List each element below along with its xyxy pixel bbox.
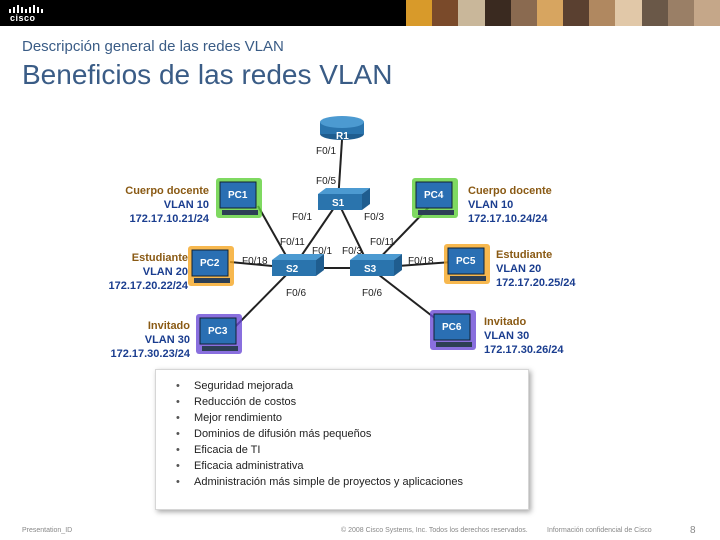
cisco-logo: cisco <box>8 5 44 23</box>
iface-s3-f018: F0/18 <box>408 256 434 267</box>
pc5-role: Estudiante <box>496 249 553 261</box>
pc-name-pc4: PC4 <box>424 190 444 201</box>
pc-icon-pc2 <box>188 246 234 286</box>
switch-label-s2: S2 <box>286 264 299 275</box>
benefit-item: Reducción de costos <box>176 394 528 410</box>
pc-icon-pc1 <box>216 178 262 218</box>
pc-name-pc3: PC3 <box>208 326 228 337</box>
cisco-bars-icon <box>9 5 43 13</box>
pc2-vlan: VLAN 20 <box>142 266 188 278</box>
iface-s3-f03: F0/3 <box>342 246 363 257</box>
vlan-network-diagram: R1 S1 S2 S3 PC1 PC2 PC3 PC4 PC5 PC6 F0/1… <box>100 110 600 360</box>
pc1-vlan: VLAN 10 <box>163 199 209 211</box>
cisco-logo-text: cisco <box>10 13 36 23</box>
benefit-item: Eficacia de TI <box>176 442 528 458</box>
pc6-ip: 172.17.30.26/24 <box>484 344 564 356</box>
iface-s3-f011: F0/11 <box>370 237 395 248</box>
pc-name-pc1: PC1 <box>228 190 248 201</box>
benefit-item: Seguridad mejorada <box>176 378 528 394</box>
pc6-info: Invitado VLAN 30 172.17.30.26/24 <box>484 315 564 357</box>
pc2-info: Estudiante VLAN 20 172.17.20.22/24 <box>100 251 188 293</box>
pc-name-pc2: PC2 <box>200 258 220 269</box>
pc1-info: Cuerpo docente VLAN 10 172.17.10.21/24 <box>119 184 209 226</box>
iface-s1-f03: F0/3 <box>364 212 385 223</box>
pc4-role: Cuerpo docente <box>468 185 552 197</box>
switch-icon-s1 <box>318 188 370 210</box>
pc-name-pc5: PC5 <box>456 256 476 267</box>
pc4-ip: 172.17.10.24/24 <box>468 213 548 225</box>
pc6-role: Invitado <box>484 316 527 328</box>
header-bar: cisco <box>0 0 720 26</box>
switch-icon-s2 <box>272 254 324 276</box>
iface-s2-f01: F0/1 <box>312 246 333 257</box>
pc5-info: Estudiante VLAN 20 172.17.20.25/24 <box>496 248 576 290</box>
iface-r1-f01: F0/1 <box>316 146 337 157</box>
router-label: R1 <box>336 131 349 142</box>
pc5-vlan: VLAN 20 <box>496 263 542 275</box>
pc3-role: Invitado <box>147 320 190 332</box>
slide-title: Beneficios de las redes VLAN <box>22 59 393 90</box>
pc-name-pc6: PC6 <box>442 322 462 333</box>
benefits-list: Seguridad mejorada Reducción de costos M… <box>156 378 528 490</box>
pc3-vlan: VLAN 30 <box>144 334 190 346</box>
pc3-info: Invitado VLAN 30 172.17.30.23/24 <box>100 319 190 361</box>
footer-confidential: Información confidencial de Cisco <box>547 527 652 534</box>
pc-icon-pc3 <box>196 314 242 354</box>
iface-s3-f06: F0/6 <box>362 288 383 299</box>
topology-links <box>188 116 490 354</box>
pc-icon-pc4 <box>412 178 458 218</box>
benefit-item: Eficacia administrativa <box>176 458 528 474</box>
pc3-ip: 172.17.30.23/24 <box>110 348 190 360</box>
switch-label-s3: S3 <box>364 264 377 275</box>
router-icon <box>320 116 364 140</box>
iface-s2-f018: F0/18 <box>242 256 268 267</box>
benefits-box: Seguridad mejorada Reducción de costos M… <box>155 369 529 510</box>
iface-s2-f06: F0/6 <box>286 288 307 299</box>
pc1-ip: 172.17.10.21/24 <box>129 213 209 225</box>
footer-presentation-id: Presentation_ID <box>22 527 73 534</box>
switch-icon-s3 <box>350 254 402 276</box>
pc-icon-pc6 <box>430 310 476 350</box>
footer-copyright: © 2008 Cisco Systems, Inc. Todos los der… <box>341 527 528 534</box>
benefit-item: Dominios de difusión más pequeños <box>176 426 528 442</box>
pc2-ip: 172.17.20.22/24 <box>108 280 188 292</box>
iface-s2-f011: F0/11 <box>280 237 305 248</box>
pc2-role: Estudiante <box>131 252 188 264</box>
pc-icon-pc5 <box>444 244 490 284</box>
section-subtitle: Descripción general de las redes VLAN <box>22 38 284 55</box>
benefit-item: Administración más simple de proyectos y… <box>176 474 528 490</box>
pc1-role: Cuerpo docente <box>125 185 209 197</box>
switch-label-s1: S1 <box>332 198 345 209</box>
pc6-vlan: VLAN 30 <box>484 330 530 342</box>
page-number: 8 <box>690 525 696 536</box>
pc4-vlan: VLAN 10 <box>468 199 514 211</box>
pc5-ip: 172.17.20.25/24 <box>496 277 576 289</box>
benefit-item: Mejor rendimiento <box>176 410 528 426</box>
header-photo-strip <box>406 0 720 26</box>
iface-s1-f01: F0/1 <box>292 212 313 223</box>
iface-s1-f05: F0/5 <box>316 176 337 187</box>
pc4-info: Cuerpo docente VLAN 10 172.17.10.24/24 <box>468 184 552 226</box>
